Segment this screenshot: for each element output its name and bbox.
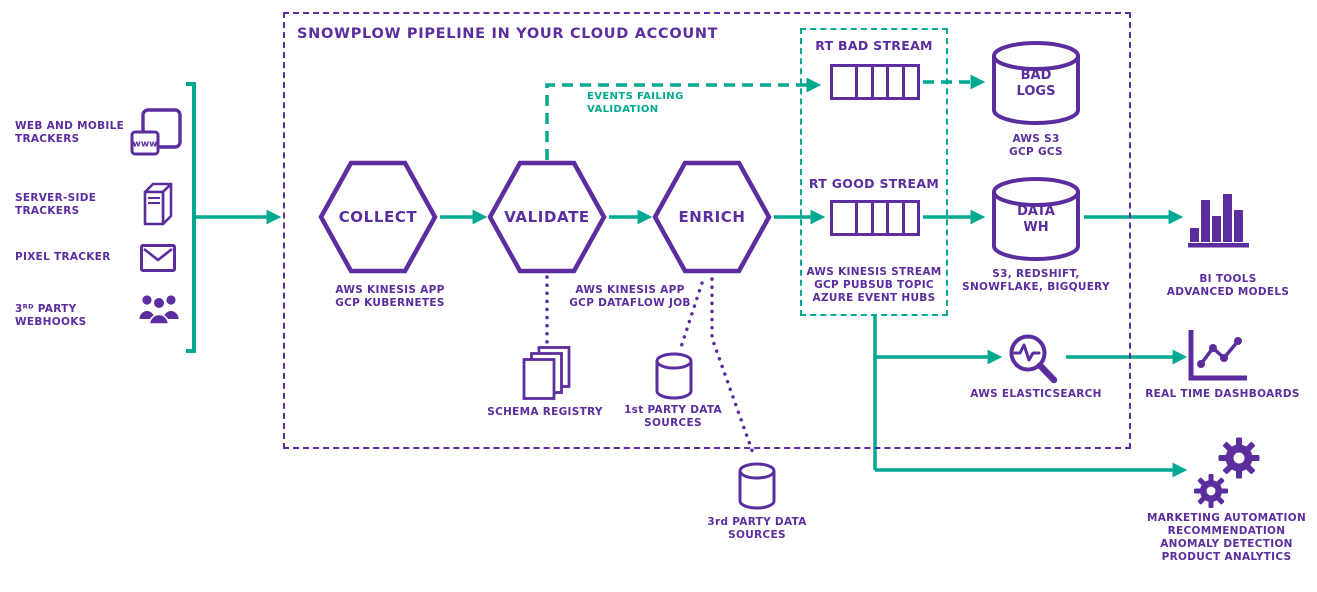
label-third-party-webhooks: 3ᴿᴰ PARTY WEBHOOKS [15, 303, 87, 328]
data-warehouse-database-icon: DATA WH [990, 176, 1082, 262]
envelope-icon [140, 244, 176, 272]
hexagon-shape [318, 160, 438, 274]
server-icon [142, 180, 176, 226]
hexagon-enrich: ENRICH [652, 160, 772, 274]
label-rt-bad-stream: RT BAD STREAM [815, 38, 933, 53]
people-icon [138, 290, 180, 326]
label-stream-tech: AWS KINESIS STREAM GCP PUBSUB TOPIC AZUR… [806, 266, 942, 304]
bad-logs-label: BAD LOGS [1016, 68, 1056, 99]
label-pixel-tracker: PIXEL TRACKER [15, 251, 111, 263]
realtime-stream-boundary [800, 28, 948, 316]
label-enrich-infra: AWS KINESIS APP GCP DATAFLOW JOB [569, 284, 691, 309]
collect-label: COLLECT [338, 208, 418, 226]
label-data-wh-tech: S3, REDSHIFT, SNOWFLAKE, BIGQUERY [962, 268, 1110, 293]
hexagon-validate: VALIDATE [487, 160, 607, 274]
bad-logs-database-icon: BAD LOGS [990, 40, 1082, 126]
label-ml-usecases: MARKETING AUTOMATION RECOMMENDATION ANOM… [1146, 512, 1307, 563]
browser-icon-www-text: www [133, 140, 158, 150]
data-warehouse-label: DATA WH [1017, 204, 1055, 235]
label-bad-logs-tech: AWS S3 GCP GCS [1009, 133, 1063, 158]
label-real-time-dashboards: REAL TIME DASHBOARDS [1145, 388, 1300, 400]
label-web-mobile-trackers: WEB AND MOBILE TRACKERS [15, 120, 125, 145]
good-stream-queue-icon [830, 200, 920, 236]
pipeline-boundary [283, 12, 1131, 449]
bracket-sources [186, 82, 196, 353]
third-party-database-icon [737, 462, 777, 510]
label-third-party-sources: 3rd PARTY DATA SOURCES [707, 516, 807, 541]
hexagon-shape [652, 160, 772, 274]
line-chart-icon [1188, 328, 1250, 384]
label-bi-tools: BI TOOLS ADVANCED MODELS [1166, 273, 1290, 298]
hexagon-collect: COLLECT [318, 160, 438, 274]
label-server-side-trackers: SERVER-SIDE TRACKERS [15, 192, 97, 217]
browser-icon: www [130, 108, 182, 160]
hexagon-shape [487, 160, 607, 274]
magnifier-pulse-icon [1003, 330, 1061, 386]
label-elasticsearch: AWS ELASTICSEARCH [970, 388, 1102, 400]
validate-label: VALIDATE [504, 208, 590, 226]
pipeline-title: SNOWPLOW PIPELINE IN YOUR CLOUD ACCOUNT [297, 26, 719, 42]
enrich-label: ENRICH [678, 208, 746, 226]
gears-icon [1192, 434, 1264, 514]
label-events-failing-validation: EVENTS FAILING VALIDATION [587, 91, 684, 115]
label-first-party-sources: 1st PARTY DATA SOURCES [624, 404, 722, 429]
bad-stream-queue-icon [830, 64, 920, 100]
bar-chart-icon [1188, 186, 1252, 248]
label-rt-good-stream: RT GOOD STREAM [808, 176, 940, 191]
first-party-database-icon [654, 352, 694, 400]
label-collect-infra: AWS KINESIS APP GCP KUBERNETES [335, 284, 445, 309]
documents-icon [519, 346, 573, 400]
label-schema-registry: SCHEMA REGISTRY [487, 406, 603, 418]
